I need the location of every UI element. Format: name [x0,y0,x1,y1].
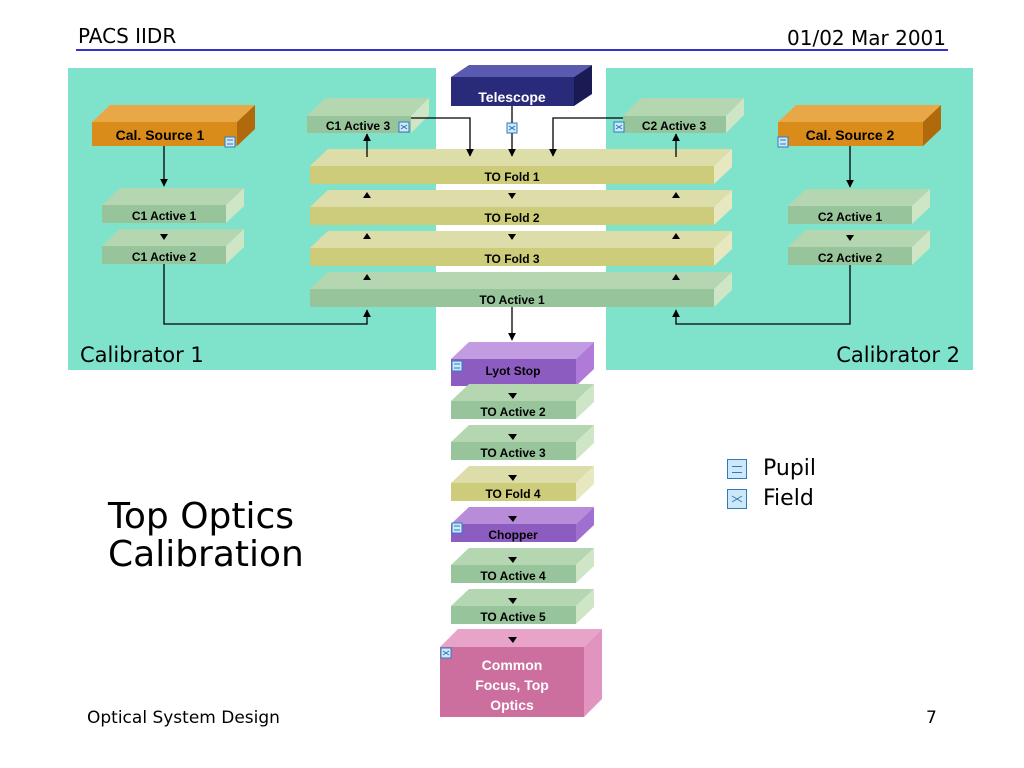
telescope-label: Telescope [478,89,546,105]
connector-lines [160,106,854,341]
field-marker-icon [613,121,625,133]
page-number: 7 [926,708,937,728]
cal-source-2-box: Cal. Source 2 [778,105,941,146]
to-fold-2-label: TO Fold 2 [484,211,539,225]
telescope-box: Telescope [451,65,592,106]
to-active-5-label: TO Active 5 [480,610,546,624]
legend-field-label: Field [763,486,814,511]
cal-source-1-box: Cal. Source 1 [92,105,255,146]
to-fold-1-label: TO Fold 1 [484,170,539,184]
header-rule [76,49,948,51]
to-active-1-bar: TO Active 1 [310,272,732,307]
to-active-4-box: TO Active 4 [451,548,594,583]
to-fold-4-label: TO Fold 4 [485,487,540,501]
field-marker-icon [440,647,452,659]
to-active-5-box: TO Active 5 [451,589,594,624]
c2-active-1-label: C2 Active 1 [818,210,883,224]
slide-title-line-2: Calibration [108,534,304,575]
calibrator-2-label: Calibrator 2 [836,343,960,367]
to-active-1-label: TO Active 1 [479,293,545,307]
common-focus-label-1: Common [482,657,543,673]
to-fold-2-bar: TO Fold 2 [310,190,732,225]
chopper-box: Chopper [451,507,594,542]
pupil-marker-icon [224,136,236,148]
c1-active-1-box: C1 Active 1 [102,188,244,223]
pupil-marker-icon [777,136,789,148]
c2-active-2-box: C2 Active 2 [788,230,930,265]
to-fold-4-box: TO Fold 4 [451,466,594,501]
c1-active-1-label: C1 Active 1 [132,209,197,223]
header-left-title: PACS IIDR [78,24,177,48]
lyot-stop-box: Lyot Stop [451,342,594,386]
to-active-2-label: TO Active 2 [480,405,546,419]
pupil-legend-icon [727,458,747,479]
field-legend-icon [727,488,747,509]
field-marker-icon [398,121,410,133]
c1-active-3-box: C1 Active 3 [307,98,429,133]
to-active-3-box: TO Active 3 [451,425,594,460]
arrow-marks [160,192,854,643]
c1-active-2-box: C1 Active 2 [102,229,244,264]
to-active-4-label: TO Active 4 [480,569,546,583]
to-fold-1-bar: TO Fold 1 [310,149,732,184]
c2-active-2-label: C2 Active 2 [818,251,883,265]
lyot-stop-label: Lyot Stop [486,364,541,378]
to-fold-3-label: TO Fold 3 [484,252,539,266]
pupil-marker-icon [451,522,463,534]
c1-active-3-label: C1 Active 3 [326,119,391,133]
c2-active-1-box: C2 Active 1 [788,189,930,224]
to-active-2-box: TO Active 2 [451,384,594,419]
common-focus-box: Common Focus, Top Optics [440,629,602,717]
header-date: 01/02 Mar 2001 [787,26,946,50]
pupil-marker-icon [451,360,463,372]
common-focus-label-2: Focus, Top [475,677,549,693]
cal-source-2-label: Cal. Source 2 [806,127,895,143]
legend-pupil-label: Pupil [763,456,817,481]
chopper-label: Chopper [488,528,538,542]
c1-active-2-label: C1 Active 2 [132,250,197,264]
field-marker-icon [506,122,518,134]
legend-pupil: Pupil [727,456,816,481]
legend-field: Field [727,486,814,511]
to-fold-3-bar: TO Fold 3 [310,231,732,266]
footer-left: Optical System Design [87,708,280,728]
calibrator-1-label: Calibrator 1 [80,343,204,367]
cal-source-1-label: Cal. Source 1 [116,127,205,143]
c2-active-3-box: C2 Active 3 [623,98,744,133]
to-active-3-label: TO Active 3 [480,446,546,460]
common-focus-label-3: Optics [490,697,534,713]
slide-title: Top Optics Calibration [108,498,304,574]
slide-title-line-1: Top Optics [108,496,295,537]
c2-active-3-label: C2 Active 3 [642,119,707,133]
